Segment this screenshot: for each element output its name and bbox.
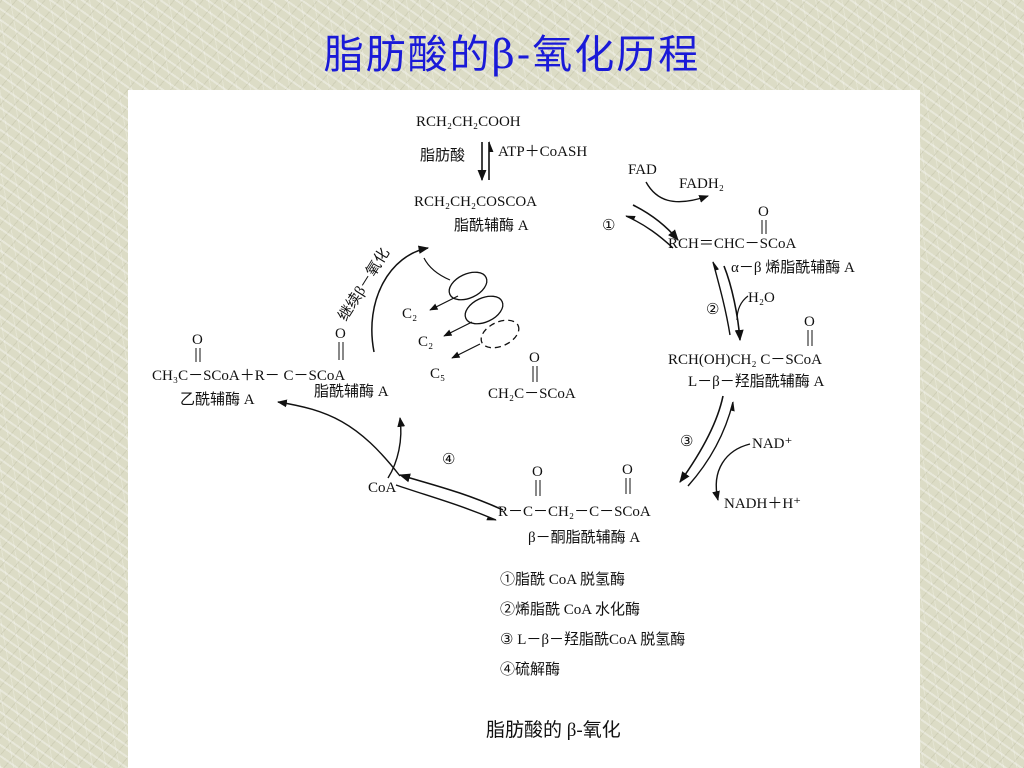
step3-oxygen-1: O: [532, 464, 543, 480]
activation-reagents: ATP＋CoASH: [498, 144, 587, 160]
step3-product-formula: R－C－CH₂－C－SCoA: [498, 504, 651, 520]
step2-oxygen: O: [804, 314, 815, 330]
fatty-acid-formula: RCH₂CH₂COOH: [416, 114, 521, 130]
step2-forward-arrow: [723, 265, 744, 342]
step4-coa: CoA: [368, 480, 397, 496]
step3-marker: ③: [680, 434, 693, 450]
step1-reverse-arrow: [625, 215, 674, 249]
legend-item-4: ④硫解酶: [500, 661, 560, 678]
continue-label: 继续β－氧化: [335, 245, 393, 324]
step3-cofactor-arrow: [712, 443, 751, 501]
step1-oxygen: O: [758, 204, 769, 220]
spiral-loop-1: [448, 271, 488, 301]
step1-forward-arrow: [632, 204, 679, 241]
spiral-loop-2: [464, 295, 504, 325]
continue-arrow: [371, 245, 430, 353]
step2-reverse-arrow: [712, 261, 731, 336]
step1-cofactor-arrow: [645, 181, 709, 203]
diagram-caption: 脂肪酸的 β-氧化: [486, 719, 621, 741]
step2-product-label: L－β－羟脂酰辅酶 A: [688, 373, 825, 390]
step4-oxygen-2: O: [335, 326, 346, 342]
step1-marker: ①: [602, 218, 615, 234]
step3-product-label: β－酮脂酰辅酶 A: [528, 529, 640, 546]
legend-item-3: ③ L－β－羟脂酰CoA 脱氢酶: [500, 631, 685, 648]
c5-label: C₅: [430, 366, 445, 382]
continue-acetyl-oxygen: O: [529, 350, 540, 366]
diagram-panel: RCH₂CH₂COOH 脂肪酸 ATP＋CoASH RCH₂CH₂COSCOA …: [128, 90, 920, 768]
step4-marker: ④: [442, 452, 455, 468]
legend-item-1: ①脂酰 CoA 脱氢酶: [500, 571, 625, 588]
step4-reverse-arrow: [395, 484, 497, 521]
c2-first: C₂: [402, 306, 417, 322]
acyl-coa-formula: RCH₂CH₂COSCOA: [414, 194, 537, 210]
step2-marker: ②: [706, 302, 719, 318]
step2-water: H₂O: [748, 290, 775, 306]
step2-product-formula: RCH(OH)CH₂ C－SCoA: [668, 352, 822, 368]
step4-acyl-label: 脂酰辅酶 A: [314, 383, 389, 400]
step3-forward-arrow: [679, 395, 724, 483]
c5-arrow: [451, 343, 481, 359]
step4-oxygen-1: O: [192, 332, 203, 348]
step4-split-arrow: [387, 417, 406, 479]
step4-acetyl-arrow: [277, 399, 401, 477]
step3-nadh: NADH＋H⁺: [724, 496, 801, 512]
continue-acetyl-formula: CH₂C－SCoA: [488, 386, 576, 402]
step3-nad: NAD⁺: [752, 436, 792, 452]
step4-forward-arrow: [398, 473, 504, 511]
legend-item-2: ②烯脂酰 CoA 水化酶: [500, 601, 640, 618]
c2-arrow-2: [443, 321, 473, 337]
step3-reverse-arrow: [687, 401, 735, 487]
fatty-acid-label: 脂肪酸: [420, 147, 465, 164]
beta-oxidation-diagram: RCH₂CH₂COOH 脂肪酸 ATP＋CoASH RCH₂CH₂COSCOA …: [152, 114, 855, 741]
step4-product-formula: CH₃C－SCoA＋R－ C－SCoA: [152, 368, 345, 384]
step1-fad: FAD: [628, 162, 657, 178]
acyl-coa-label: 脂酰辅酶 A: [454, 217, 529, 234]
spiral-loop-3: [480, 319, 520, 349]
c2-second: C₂: [418, 334, 433, 350]
step1-product-label: α－β 烯脂酰辅酶 A: [731, 259, 855, 276]
step1-fadh2: FADH₂: [679, 176, 724, 192]
step4-acetyl-label: 乙酰辅酶 A: [180, 391, 255, 408]
step3-oxygen-2: O: [622, 462, 633, 478]
step1-product-formula: RCH＝CHC－SCoA: [668, 236, 797, 252]
c2-arrow-1: [429, 295, 459, 311]
slide-title: 脂肪酸的β-氧化历程: [323, 32, 701, 78]
